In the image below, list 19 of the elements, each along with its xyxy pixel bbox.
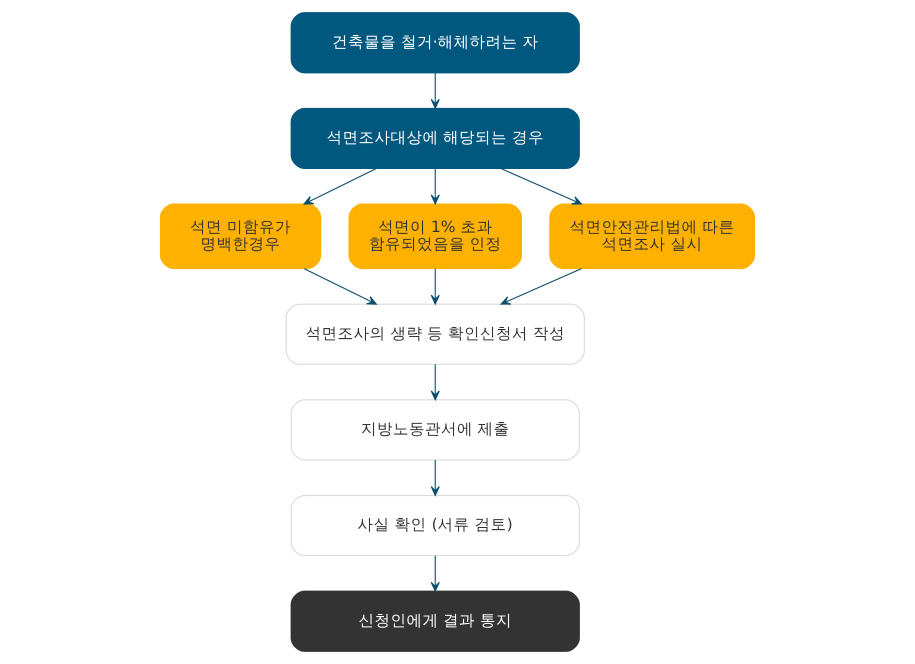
arrow bbox=[430, 268, 440, 305]
node-box: 사실 확인 (서류 검토) bbox=[290, 494, 580, 556]
arrow bbox=[430, 556, 440, 592]
arrow bbox=[430, 72, 440, 109]
arrow bbox=[303, 168, 377, 205]
arrow bbox=[304, 268, 377, 305]
node-box: 신청인에게 결과 통지 bbox=[290, 590, 580, 652]
node-box: 석면안전관리법에 따른 석면조사 실시 bbox=[549, 204, 756, 270]
arrow bbox=[430, 168, 440, 204]
node-box: 석면 미함유가 명백한경우 bbox=[160, 204, 322, 270]
arrow bbox=[430, 364, 440, 400]
node-box: 석면조사의 생략 등 확인신청서 작성 bbox=[286, 304, 585, 365]
arrow bbox=[500, 268, 582, 305]
node-box: 석면이 1% 초과 함유되었음을 인정 bbox=[348, 204, 522, 270]
arrow bbox=[500, 168, 582, 205]
arrow bbox=[430, 460, 440, 496]
node-box: 건축물을 철거·해체하려는 자 bbox=[290, 12, 580, 74]
node-box: 석면조사대상에 해당되는 경우 bbox=[290, 108, 580, 170]
node-box: 지방노동관서에 제출 bbox=[290, 399, 580, 460]
